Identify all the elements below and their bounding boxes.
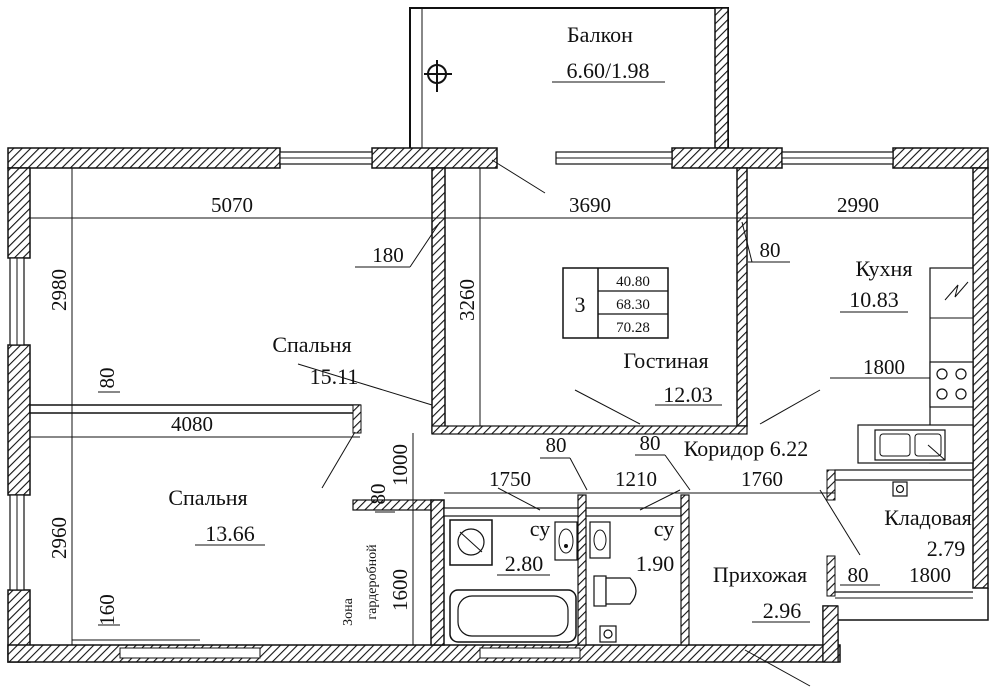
dim-1000: 1000	[388, 444, 412, 486]
stove-icon	[929, 361, 974, 408]
total-area-with-balcony: 70.28	[616, 320, 650, 336]
living-name: Гостиная	[623, 348, 708, 373]
dim-2980: 2980	[47, 269, 71, 311]
bedroom-2-name: Спальня	[168, 485, 247, 510]
fixtures	[449, 267, 974, 643]
toilet-icon	[593, 575, 637, 607]
dim-180: 180	[372, 243, 404, 267]
balcony-area: 6.60/1.98	[566, 58, 649, 83]
dim-1800-kitchen: 1800	[863, 355, 905, 379]
bath-2-name: су	[654, 516, 674, 541]
dim-80-left: 80	[95, 368, 119, 389]
kitchen-name: Кухня	[856, 256, 913, 281]
dim-3690: 3690	[569, 193, 611, 217]
apartment-info-box: 3 40.80 68.30 70.28	[562, 267, 669, 339]
hall-name: Прихожая	[713, 562, 807, 587]
dim-5070: 5070	[211, 193, 253, 217]
drain-icon-storage	[892, 481, 908, 497]
storage-area: 2.79	[927, 536, 966, 561]
bathtub-icon	[449, 589, 577, 643]
sink-icon	[554, 521, 578, 561]
dim-1600: 1600	[388, 569, 412, 611]
dimension-labels: 5070 3690 2990 180 80 1800 4080 80 80 17…	[47, 193, 951, 626]
balcony-name: Балкон	[567, 22, 633, 47]
storage-name: Кладовая	[884, 505, 972, 530]
room-labels: Балкон 6.60/1.98 Кухня 10.83 Спальня 15.…	[168, 22, 971, 626]
bedroom-1-name: Спальня	[272, 332, 351, 357]
hall-area: 2.96	[763, 598, 802, 623]
inner-walls	[29, 167, 974, 646]
dimension-lines	[30, 159, 973, 687]
dim-1210: 1210	[615, 467, 657, 491]
drain-icon	[599, 625, 617, 643]
kitchen-sink-icon	[874, 429, 946, 461]
balcony	[409, 7, 729, 149]
dim-80-wall: 80	[366, 484, 390, 505]
bedroom-1-area: 15.11	[310, 364, 359, 389]
dim-80-bath: 80	[546, 433, 567, 457]
dim-1760: 1760	[741, 467, 783, 491]
dim-80-corr: 80	[640, 431, 661, 455]
kitchen-area: 10.83	[849, 287, 899, 312]
dim-160: 160	[95, 594, 119, 626]
rooms-count: 3	[575, 292, 586, 317]
bedroom-2-area: 13.66	[205, 521, 255, 546]
dim-80-living: 80	[760, 238, 781, 262]
living-area: 40.80	[616, 274, 650, 290]
dim-2960: 2960	[47, 517, 71, 559]
wardrobe-zone-line1: Зона	[341, 597, 356, 626]
crosshair-icon	[424, 60, 452, 92]
total-area: 68.30	[616, 297, 650, 313]
sink-icon-2	[589, 521, 611, 559]
dim-2990: 2990	[837, 193, 879, 217]
dim-1750: 1750	[489, 467, 531, 491]
bath-1-name: су	[530, 516, 550, 541]
bath-1-area: 2.80	[505, 551, 544, 576]
living-area-label: 12.03	[663, 382, 713, 407]
dim-80-hall: 80	[848, 563, 869, 587]
bath-2-area: 1.90	[636, 551, 675, 576]
washing-machine-icon	[449, 519, 493, 566]
dim-3260: 3260	[455, 279, 479, 321]
outer-walls	[7, 147, 989, 663]
wardrobe-zone-line2: гардеробной	[365, 544, 380, 620]
dim-4080: 4080	[171, 412, 213, 436]
dim-1800-hall: 1800	[909, 563, 951, 587]
corridor-name: Коридор 6.22	[684, 436, 809, 461]
